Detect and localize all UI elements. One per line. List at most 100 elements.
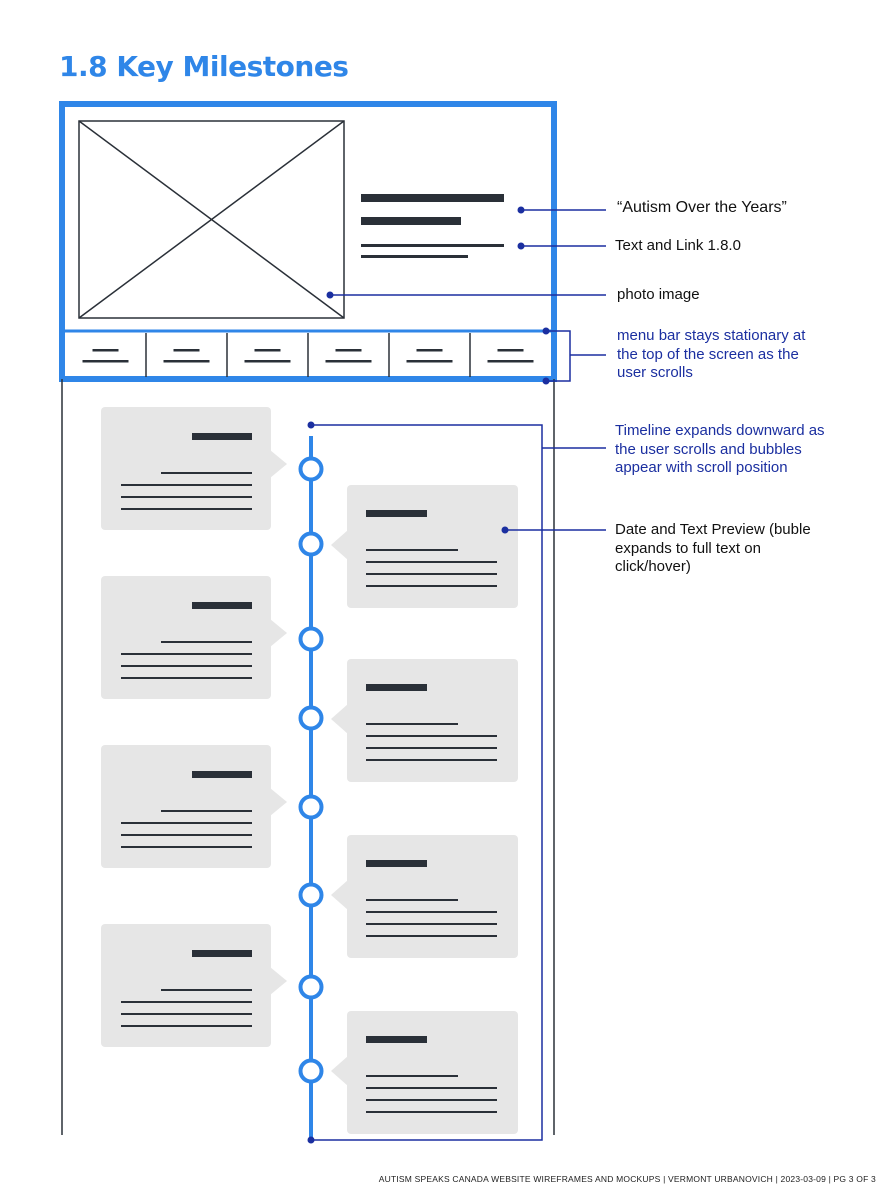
- bubble-pointer: [270, 967, 287, 995]
- annotation-leaders: [307, 206, 606, 1144]
- bubble-text-line: [121, 665, 252, 667]
- timeline-node: [298, 531, 324, 557]
- menu-item-line: [325, 360, 372, 363]
- bubble-text-line: [121, 1013, 252, 1015]
- bubble-text-line: [161, 810, 252, 812]
- bubble-text-line: [121, 508, 252, 510]
- bubble-text-line: [121, 496, 252, 498]
- menu-item-line: [406, 360, 453, 363]
- bubble-text-line: [121, 834, 252, 836]
- bubble-text-line: [366, 923, 497, 925]
- menu-item: [307, 333, 372, 377]
- bubble-text-line: [366, 1075, 458, 1077]
- timeline-bubbles: [101, 407, 518, 1134]
- page-title: 1.8 Key Milestones: [59, 50, 349, 83]
- bubble-text-line: [121, 846, 252, 848]
- timeline-node: [298, 974, 324, 1000]
- bubble-body: [347, 659, 518, 782]
- bubble-text-line: [366, 735, 497, 737]
- menu-item-line: [487, 360, 534, 363]
- menu-item-line: [173, 349, 200, 352]
- bubble-date: [192, 602, 252, 609]
- page-footer: AUTISM SPEAKS CANADA WEBSITE WIREFRAMES …: [378, 1174, 876, 1184]
- annotation-photo: photo image: [617, 286, 700, 303]
- milestone-bubble: [101, 745, 287, 868]
- timeline-node: [298, 1058, 324, 1084]
- menu-item-line: [497, 349, 524, 352]
- bubble-body: [347, 485, 518, 608]
- bubble-text-line: [121, 822, 252, 824]
- bubble-text-line: [161, 472, 252, 474]
- timeline-node: [298, 626, 324, 652]
- bubble-text-line: [121, 677, 252, 679]
- bubble-pointer: [270, 450, 287, 478]
- annotation-text-link: Text and Link 1.8.0: [615, 237, 741, 254]
- bubble-body: [347, 835, 518, 958]
- bubble-date: [366, 1036, 427, 1043]
- bubble-text-line: [121, 1025, 252, 1027]
- hero-frame: [59, 101, 557, 382]
- bubble-text-line: [366, 573, 497, 575]
- menu-item: [226, 333, 291, 377]
- menu-item-line: [92, 349, 119, 352]
- bubble-text-line: [366, 723, 458, 725]
- bubble-text-line: [366, 759, 497, 761]
- bubble-pointer: [331, 704, 348, 734]
- bubble-text-line: [366, 1111, 497, 1113]
- milestone-bubble: [331, 485, 518, 608]
- menu-item: [388, 333, 453, 377]
- bubble-text-line: [366, 935, 497, 937]
- menu-item-line: [244, 360, 291, 363]
- menu-item: [82, 349, 129, 363]
- menu-item: [145, 333, 210, 377]
- bubble-text-line: [366, 899, 458, 901]
- timeline-node: [298, 882, 324, 908]
- menu-item-line: [254, 349, 281, 352]
- annotation-heading: “Autism Over the Years”: [617, 199, 787, 216]
- bubble-text-line: [121, 653, 252, 655]
- bubble-pointer: [270, 619, 287, 647]
- bubble-body: [101, 576, 271, 699]
- bubble-text-line: [366, 911, 497, 913]
- milestone-bubble: [101, 407, 287, 530]
- bubble-text-line: [366, 561, 497, 563]
- hero-section: [59, 101, 557, 382]
- bubble-text-line: [366, 585, 497, 587]
- heading-placeholder: [361, 194, 504, 202]
- bubble-text-line: [366, 549, 458, 551]
- menu-item-line: [82, 360, 129, 363]
- menu-item-line: [335, 349, 362, 352]
- bubble-body: [101, 924, 271, 1047]
- menu-bar: [62, 329, 554, 377]
- bubble-date: [366, 684, 427, 691]
- milestone-bubble: [331, 835, 518, 958]
- bubble-body: [101, 745, 271, 868]
- bubble-text-line: [121, 1001, 252, 1003]
- annotation-menu-bar: menu bar stays stationary at the top of …: [617, 327, 806, 381]
- bubble-pointer: [331, 880, 348, 910]
- bubble-text-line: [366, 1087, 497, 1089]
- timeline: [298, 436, 324, 1140]
- annotation-timeline: Timeline expands downward as the user sc…: [615, 422, 825, 476]
- bubble-date: [192, 771, 252, 778]
- bubble-text-line: [161, 989, 252, 991]
- timeline-node: [298, 794, 324, 820]
- link-placeholder: [361, 255, 468, 258]
- milestone-bubble: [101, 576, 287, 699]
- bubble-date: [366, 510, 427, 517]
- bubble-text-line: [121, 484, 252, 486]
- bubble-body: [101, 407, 271, 530]
- menu-item-line: [416, 349, 443, 352]
- bubble-pointer: [270, 788, 287, 816]
- heading-placeholder-line2: [361, 217, 461, 225]
- timeline-node: [298, 705, 324, 731]
- milestone-bubble: [101, 924, 287, 1047]
- bubble-date: [366, 860, 427, 867]
- annotation-date-preview: Date and Text Preview (buble expands to …: [615, 521, 811, 575]
- bubble-text-line: [161, 641, 252, 643]
- bubble-text-line: [366, 1099, 497, 1101]
- menu-item-line: [163, 360, 210, 363]
- bubble-body: [347, 1011, 518, 1134]
- milestone-bubble: [331, 1011, 518, 1134]
